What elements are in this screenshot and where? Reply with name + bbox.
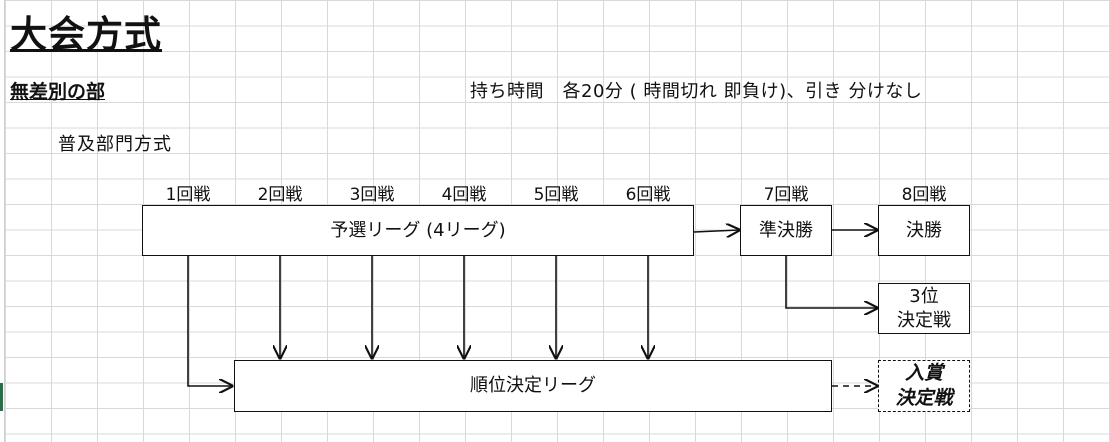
round-label-6: 6回戦 xyxy=(625,185,671,205)
arrow-prelim-to-semifinal xyxy=(693,230,739,232)
page-title: 大会方式 xyxy=(10,13,162,56)
round-label-4: 4回戦 xyxy=(441,185,487,205)
division-heading: 無差別の部 xyxy=(10,81,106,103)
preliminary-league-box: 予選リーグ (4リーグ) xyxy=(142,205,694,256)
round-label-8: 8回戦 xyxy=(901,185,947,205)
round-label-3: 3回戦 xyxy=(349,185,395,205)
row-header-edge xyxy=(0,0,5,442)
round-label-5: 5回戦 xyxy=(533,185,579,205)
round-label-2: 2回戦 xyxy=(257,185,303,205)
method-label: 普及部門方式 xyxy=(58,134,172,155)
prize-deciding-box: 入賞 決定戦 xyxy=(878,360,970,412)
third-place-box: 3位 決定戦 xyxy=(878,283,970,334)
round-label-1: 1回戦 xyxy=(165,185,211,205)
semifinal-box: 準決勝 xyxy=(740,205,832,256)
round-label-7: 7回戦 xyxy=(763,185,809,205)
arrow-semifinal-to-third xyxy=(785,256,877,308)
time-control-text: 持ち時間 各20分 ( 時間切れ 即負け)、引き 分けなし xyxy=(470,81,923,102)
arrow-round1-to-ranking xyxy=(187,256,232,386)
ranking-league-box: 順位決定リーグ xyxy=(234,360,832,412)
final-box: 決勝 xyxy=(878,205,970,256)
selection-marker xyxy=(0,383,3,411)
